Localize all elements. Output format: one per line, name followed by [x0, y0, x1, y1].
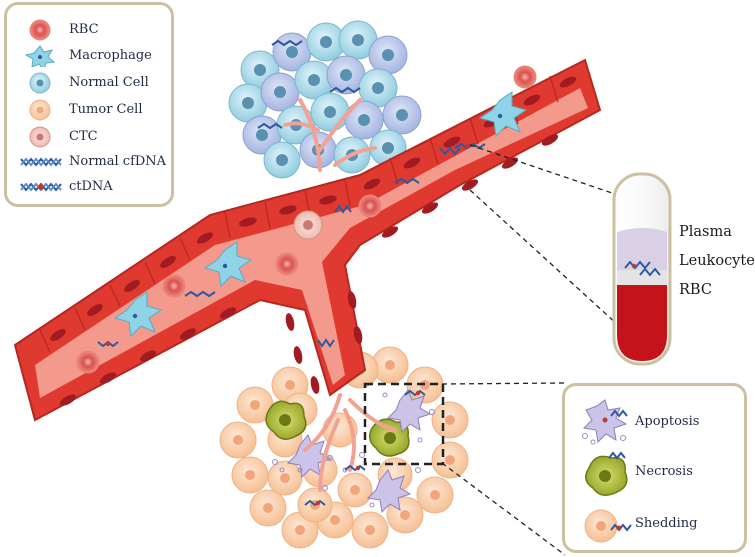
legend-label: RBC: [69, 22, 99, 37]
legend-label: Tumor Cell: [69, 102, 143, 117]
connector-lines: [441, 144, 619, 556]
tumor-ctdna-strands: [304, 389, 426, 507]
ctc-icon: [29, 126, 51, 148]
apoptosis-icon: [582, 399, 628, 445]
necrosis-icon: [585, 451, 628, 496]
shedding-icon: [584, 509, 632, 543]
legend-label: ctDNA: [69, 179, 113, 194]
tumor-cell-icon: [29, 99, 51, 121]
blood-tube-icon: [612, 172, 672, 366]
legend-panel: RBC Macrophage Normal Cell Tumor Cell CT…: [4, 2, 174, 207]
legend-label: CTC: [69, 129, 98, 144]
tube-label-rbc: RBC: [679, 282, 712, 298]
tube-label-plasma: Plasma: [679, 224, 732, 240]
mechanism-label: Apoptosis: [635, 414, 700, 429]
legend-item-macrophage: Macrophage: [7, 45, 172, 67]
legend-item-ctc: CTC: [7, 126, 172, 148]
release-mechanism-panel: Apoptosis Necrosis Shedding: [562, 383, 747, 553]
legend-item-ctdna: ctDNA: [7, 176, 172, 198]
mechanism-label: Necrosis: [635, 464, 693, 479]
zoom-box: [363, 382, 445, 466]
rbc-cell: [76, 65, 537, 374]
mechanism-label: Shedding: [635, 516, 698, 531]
legend-item-rbc: RBC: [7, 19, 172, 41]
legend-item-normal-cfdna: Normal cfDNA: [7, 151, 172, 173]
mechanism-item-apoptosis: Apoptosis: [565, 398, 745, 448]
normal-cfdna-icon: [20, 157, 62, 167]
apoptotic-cell: [286, 389, 432, 514]
legend-item-tumor-cell: Tumor Cell: [7, 99, 172, 121]
mechanism-item-necrosis: Necrosis: [565, 448, 745, 498]
legend-label: Normal cfDNA: [69, 154, 167, 169]
rbc-icon: [29, 19, 51, 41]
ctdna-icon: [20, 182, 62, 192]
legend-label: Macrophage: [69, 48, 152, 63]
mechanism-item-shedding: Shedding: [565, 500, 745, 550]
legend-item-normal-cell: Normal Cell: [7, 72, 172, 94]
normal-tissue-cluster: [228, 20, 422, 179]
macrophage-icon: [24, 45, 56, 67]
ctc-cell: [293, 210, 323, 240]
normal-cell-icon: [29, 72, 51, 94]
legend-label: Normal Cell: [69, 75, 149, 90]
macrophage-cell: [113, 91, 528, 338]
blood-vessel: [13, 58, 602, 422]
cluster-cfdna-strands: [257, 39, 361, 130]
tube-label-leukocyte: Leukocyte: [679, 253, 755, 269]
